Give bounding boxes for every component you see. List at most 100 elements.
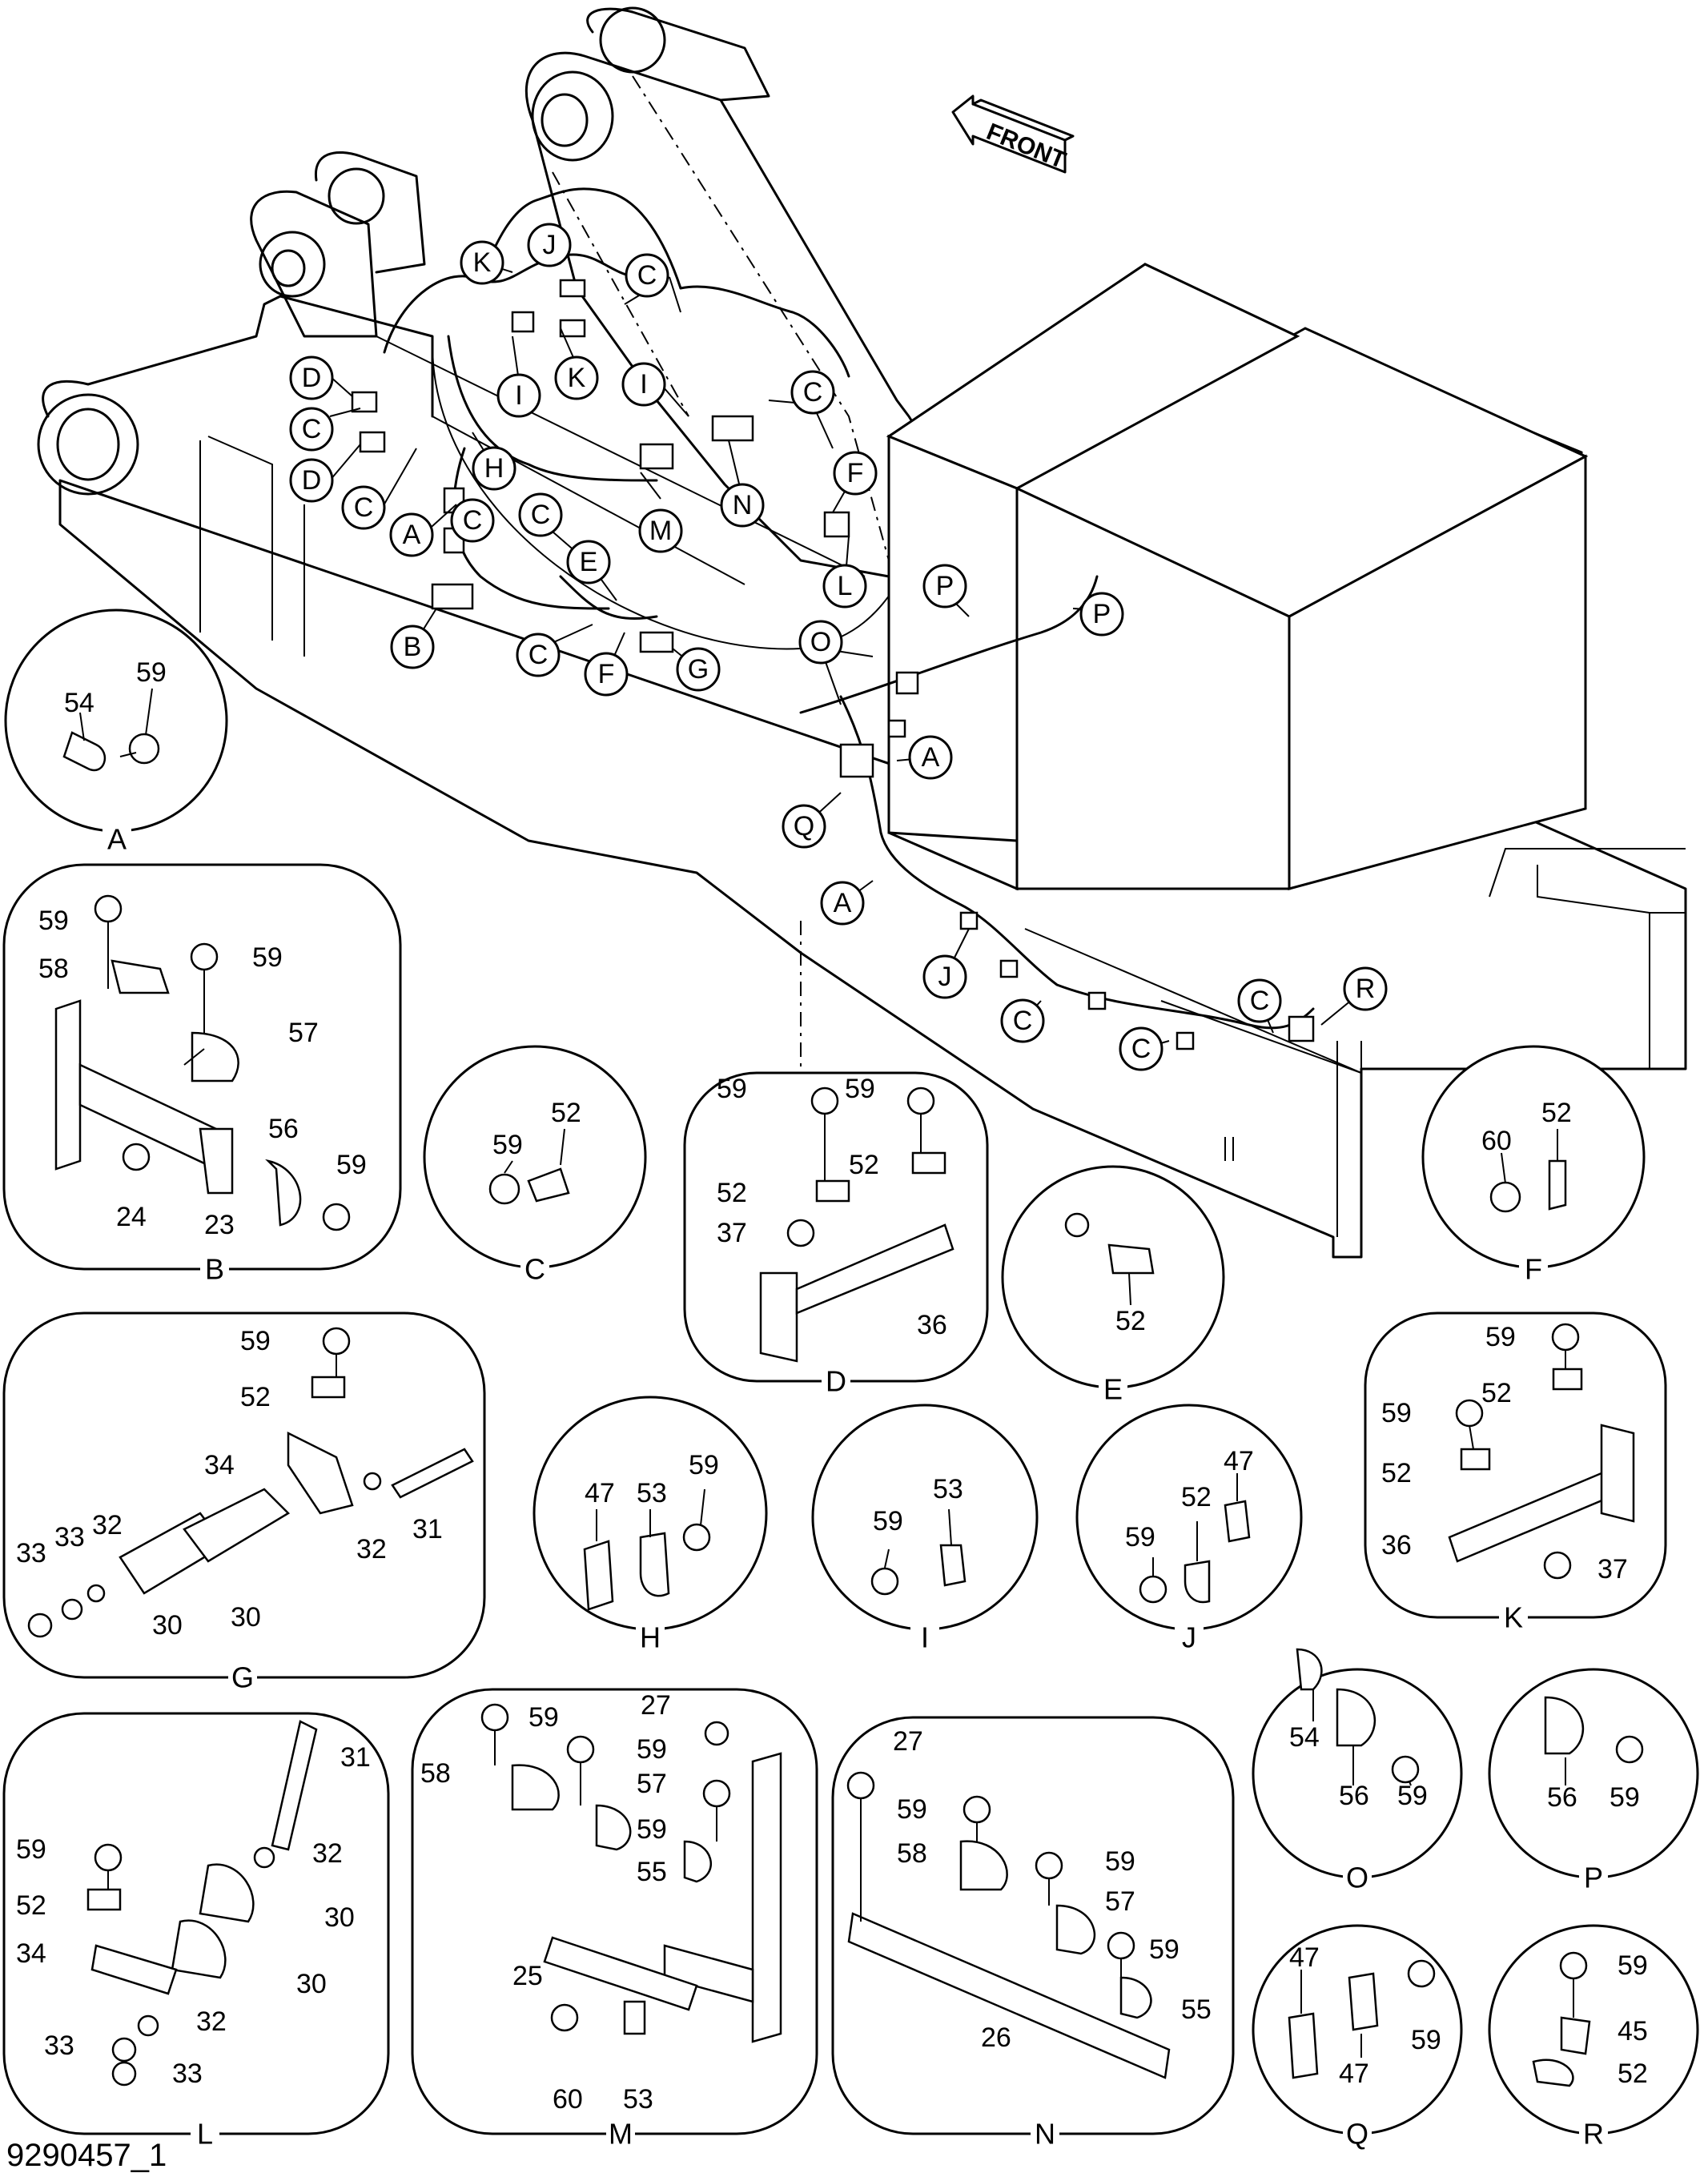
- callout-c: C: [1119, 1026, 1163, 1071]
- part-number: 58: [897, 1838, 927, 1869]
- part-number: 57: [637, 1769, 667, 1799]
- part-number: 59: [1397, 1781, 1428, 1811]
- part-number: 32: [356, 1534, 387, 1564]
- callout-h: H: [472, 446, 516, 491]
- part-number: 59: [136, 657, 167, 688]
- detail-label: R: [1583, 2118, 1604, 2151]
- part-number: 59: [1610, 1782, 1640, 1813]
- detail-d: 59 59 52 52 37 36 D: [683, 1071, 989, 1398]
- part-number: 33: [44, 2030, 74, 2061]
- callout-r: R: [1343, 966, 1388, 1011]
- part-number: 57: [288, 1018, 319, 1048]
- callout-j: J: [922, 954, 967, 999]
- callout-c: C: [289, 407, 334, 452]
- part-number: 32: [196, 2006, 227, 2037]
- detail-label: B: [205, 1253, 224, 1286]
- part-number: 55: [637, 1857, 667, 1887]
- part-number: 34: [16, 1938, 46, 1969]
- callout-g-label: G: [688, 654, 709, 685]
- part-number: 52: [1541, 1098, 1572, 1128]
- callout-k-label: K: [473, 247, 492, 278]
- detail-label: F: [1525, 1253, 1542, 1286]
- part-number: 59: [492, 1130, 523, 1160]
- callout-c-label: C: [1250, 986, 1270, 1016]
- callout-k: K: [460, 240, 504, 285]
- part-number: 54: [64, 688, 94, 718]
- detail-label: C: [524, 1253, 545, 1286]
- part-number: 36: [917, 1310, 947, 1340]
- callout-j-label: J: [543, 230, 557, 260]
- detail-label: H: [640, 1621, 661, 1654]
- callout-n-label: N: [733, 490, 753, 520]
- part-number: 27: [893, 1726, 923, 1757]
- callout-c: C: [450, 498, 495, 543]
- front-label: FRONT: [983, 118, 1069, 174]
- part-number: 59: [1618, 1950, 1648, 1981]
- part-number: 32: [92, 1510, 123, 1540]
- callout-p: P: [1079, 592, 1124, 637]
- part-number: 26: [981, 2022, 1011, 2053]
- part-number: 24: [116, 1202, 147, 1232]
- detail-label: P: [1584, 1862, 1603, 1894]
- callout-l: L: [822, 564, 867, 609]
- callout-q-label: Q: [794, 811, 814, 841]
- callout-r-label: R: [1356, 974, 1376, 1004]
- callout-p: P: [922, 564, 967, 609]
- detail-n: 27 59 59 58 57 59 55 26 N: [831, 1716, 1235, 2151]
- part-number: 58: [38, 954, 69, 984]
- callout-c: C: [1237, 978, 1282, 1023]
- part-number: 59: [637, 1814, 667, 1845]
- detail-o: 54 56 59 O: [1252, 1648, 1463, 1894]
- detail-label: L: [197, 2118, 213, 2151]
- callout-c: C: [790, 370, 835, 415]
- part-number: 31: [340, 1742, 371, 1773]
- detail-label: Q: [1346, 2118, 1368, 2151]
- part-number: 30: [296, 1969, 327, 1999]
- part-number: 59: [240, 1326, 271, 1356]
- part-number: 33: [16, 1538, 46, 1568]
- part-number: 52: [1381, 1458, 1412, 1488]
- callout-b: B: [390, 625, 435, 669]
- part-number: 53: [623, 2084, 653, 2115]
- part-number: 59: [528, 1702, 559, 1733]
- callout-k-label: K: [568, 363, 586, 393]
- part-number: 53: [637, 1478, 667, 1508]
- part-number: 54: [1289, 1722, 1320, 1753]
- callout-p-label: P: [1093, 599, 1111, 629]
- detail-i: 59 53 I: [811, 1404, 1039, 1654]
- callout-i-label: I: [640, 369, 647, 400]
- part-number: 53: [933, 1474, 963, 1504]
- detail-label: I: [921, 1621, 929, 1654]
- callout-a: A: [908, 735, 953, 780]
- part-number: 33: [172, 2058, 203, 2089]
- part-number: 33: [54, 1522, 85, 1552]
- detail-label: N: [1035, 2118, 1055, 2151]
- callout-c: C: [1000, 998, 1045, 1043]
- part-number: 57: [1105, 1886, 1135, 1917]
- detail-label: A: [107, 823, 127, 856]
- callout-q: Q: [782, 804, 826, 849]
- part-number: 52: [1481, 1378, 1512, 1408]
- callout-m-label: M: [649, 516, 672, 546]
- detail-label: J: [1182, 1621, 1196, 1654]
- callout-d-label: D: [302, 465, 322, 496]
- callout-h-label: H: [484, 453, 504, 484]
- part-number: 47: [1289, 1942, 1320, 1973]
- callout-i: I: [496, 373, 541, 418]
- part-number: 36: [1381, 1530, 1412, 1560]
- part-number: 59: [1125, 1522, 1155, 1552]
- part-number: 59: [717, 1074, 747, 1104]
- callout-c: C: [341, 485, 386, 530]
- callout-c: C: [625, 253, 669, 298]
- callout-f: F: [833, 451, 878, 496]
- part-number: 56: [268, 1114, 299, 1144]
- callout-c-label: C: [1131, 1034, 1151, 1064]
- part-number: 52: [240, 1382, 271, 1412]
- machine-frame-illustration: K J C D C I K I C D H C F C A C E M N L …: [37, 6, 1687, 1259]
- part-number: 59: [1381, 1398, 1412, 1428]
- detail-label: E: [1103, 1373, 1123, 1406]
- callout-o: O: [798, 620, 843, 665]
- callout-c: C: [518, 492, 563, 537]
- part-number: 59: [16, 1834, 46, 1865]
- part-number: 60: [1481, 1126, 1512, 1156]
